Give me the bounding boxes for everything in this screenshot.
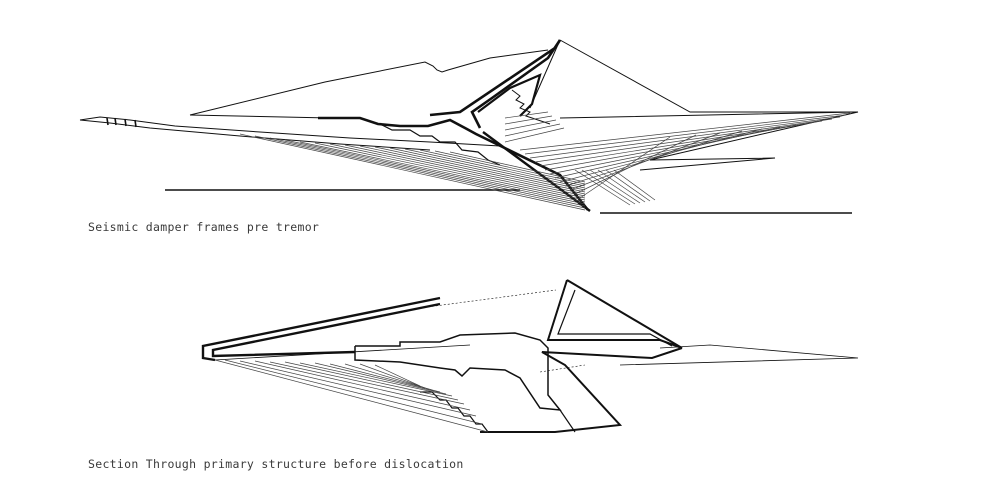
roof-edge	[189, 114, 331, 119]
seismic-damper-drawing	[79, 39, 859, 214]
arrow-head	[480, 347, 683, 433]
zigzag-detail	[511, 89, 551, 125]
left-beam-lower	[79, 119, 431, 151]
primary-structure-section	[201, 279, 859, 433]
bottom-peak-inner	[557, 289, 673, 347]
central-spine	[318, 116, 590, 211]
bottom-stepped-edge	[420, 391, 489, 433]
hatch-step-block	[574, 169, 656, 206]
central-spine-upper	[429, 39, 562, 129]
caption-primary-structure: Section Through primary structure before…	[88, 457, 464, 471]
caption-seismic-damper: Seismic damper frames pre tremor	[88, 220, 320, 234]
guide-line	[539, 364, 586, 373]
hatch-fan-bottom	[214, 359, 489, 433]
left-arm-outer	[201, 296, 441, 362]
left-projection	[214, 344, 471, 361]
left-beam	[79, 116, 501, 147]
beam-tick	[114, 117, 117, 126]
peak-triangle	[559, 39, 858, 113]
hatch-fan-left	[239, 133, 586, 211]
beam-tick	[124, 118, 127, 127]
beam-tick	[134, 119, 137, 128]
central-body	[354, 332, 562, 411]
beam-tick	[106, 117, 109, 126]
right-wing	[559, 111, 859, 171]
guide-line	[419, 289, 557, 309]
left-arm-inner	[211, 302, 441, 358]
stepped-edge	[379, 123, 501, 166]
central-spine-inner	[477, 73, 542, 117]
hatch-upper-notch	[504, 111, 565, 143]
right-projection	[619, 344, 859, 366]
bottom-strut	[559, 409, 576, 433]
hatch-fan-right	[519, 112, 851, 199]
bottom-peak-triangle	[546, 279, 683, 349]
roof-plane	[189, 49, 549, 116]
